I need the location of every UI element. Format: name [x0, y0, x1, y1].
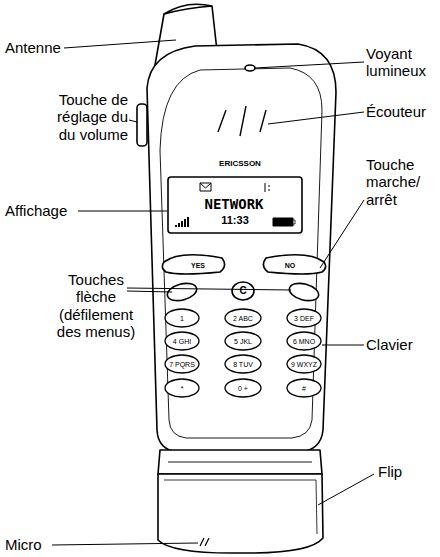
- battery-tip: [293, 220, 295, 224]
- key-label: 4 GHI: [166, 338, 198, 345]
- callout-label: Clavier: [366, 336, 436, 353]
- no-key: [263, 255, 325, 274]
- microphone-holes: [200, 538, 209, 546]
- screen: [168, 177, 302, 233]
- key-label: 8 TUV: [226, 361, 260, 368]
- key-label: YES: [180, 262, 216, 269]
- callout-label: Antenne: [5, 39, 65, 56]
- status-icon: [265, 183, 270, 192]
- callout-label: Écouteur: [366, 103, 436, 120]
- indicator-light: [245, 65, 255, 71]
- clear-key: [232, 282, 254, 300]
- key-label: 2 ABC: [226, 315, 260, 322]
- callout-label: Affichage: [5, 202, 77, 219]
- key-label: C: [233, 286, 253, 296]
- yes-key: [162, 255, 224, 274]
- screen-text: NETWORK: [178, 196, 290, 212]
- phone-body: [147, 44, 336, 452]
- key-label: *: [166, 385, 198, 392]
- antenna-edge: [164, 6, 212, 14]
- screen-text: 11:33: [205, 215, 265, 226]
- callout-label: Touche marche/ arrêt: [366, 156, 436, 208]
- flip-edge: [164, 480, 317, 534]
- earpiece-slots: [218, 106, 266, 136]
- brand-text: ERICSSON: [205, 160, 275, 168]
- flip: [158, 474, 323, 553]
- hinge: [158, 450, 322, 474]
- envelope-flap: [200, 183, 211, 188]
- key-label: 9 WXYZ: [288, 361, 320, 368]
- key-label: 1: [166, 315, 198, 322]
- key-label: 5 JKL: [226, 338, 260, 345]
- callout-label: Touche de réglage du du volume: [42, 91, 128, 143]
- callout-label: Touches flèche (défilement des menus): [50, 271, 142, 340]
- key-label: 0 +: [226, 385, 260, 392]
- keypad: [165, 309, 321, 397]
- battery-icon: [273, 218, 293, 226]
- callout-label: Voyant lumineux: [366, 45, 436, 80]
- callout-label: Flip: [378, 463, 428, 480]
- key-label: 3 DEF: [288, 315, 320, 322]
- volume-key: [137, 104, 147, 146]
- signal-bars: [176, 217, 188, 227]
- arrow-key-right: [287, 280, 320, 303]
- face-bezel: [160, 68, 322, 438]
- key-label: #: [288, 385, 320, 392]
- key-label: 7 PQRS: [166, 361, 198, 368]
- envelope-icon: [200, 183, 211, 191]
- callout-label: Micro: [5, 536, 51, 553]
- key-label: 6 MNO: [288, 338, 320, 345]
- hinge-line: [168, 462, 312, 463]
- key-label: NO: [272, 262, 308, 269]
